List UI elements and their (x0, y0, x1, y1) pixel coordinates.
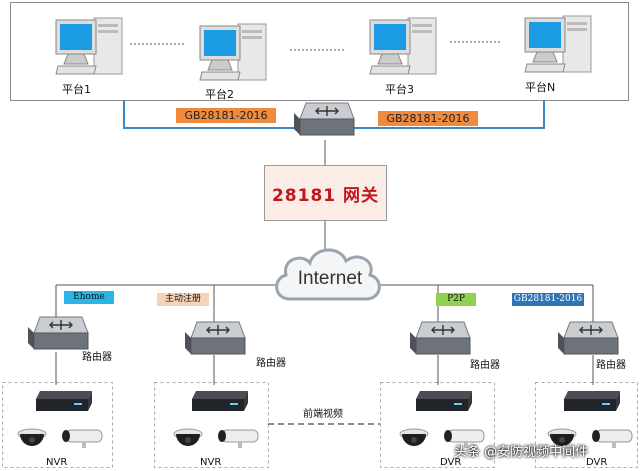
platform-label-3: 平台3 (385, 83, 414, 96)
computer-icon (199, 23, 267, 81)
front-video-label: 前端视频 (303, 409, 343, 420)
platform-label-2: 平台2 (205, 88, 234, 101)
computer-icon (55, 17, 123, 75)
platform-label-n: 平台N (525, 81, 556, 94)
camera-icon (17, 428, 103, 448)
router-label: 路由器 (596, 360, 626, 371)
camera-icon (547, 428, 633, 448)
access-tag-register: 主动注册 (157, 293, 209, 306)
router-label: 路由器 (256, 358, 286, 369)
device-group-1 (2, 382, 113, 468)
router-icon (558, 321, 619, 355)
recorder-icon (36, 391, 92, 411)
protocol-tag-right: GB28181-2016 (378, 111, 478, 126)
device-group-2 (154, 382, 269, 468)
router-icon (185, 321, 246, 355)
computer-icon (524, 15, 592, 73)
router-label: 路由器 (470, 360, 500, 371)
recorder-label-3: DVR (440, 457, 462, 468)
router-label: 路由器 (82, 352, 112, 363)
recorder-icon (416, 391, 472, 411)
device-group-4 (535, 382, 638, 468)
watermark: 头条 @安防视频中间件 (454, 445, 589, 460)
gateway-box: 28181 网关 (264, 165, 387, 221)
platform-label-1: 平台1 (62, 83, 91, 96)
recorder-label-4: DVR (586, 457, 608, 468)
router-icon (410, 321, 471, 355)
link-platform1 (123, 100, 298, 129)
access-tag-gb28181: GB28181-2016 (512, 293, 584, 306)
recorder-label-2: NVR (200, 457, 222, 468)
recorder-label-1: NVR (46, 457, 68, 468)
computer-icon (369, 17, 437, 75)
camera-icon (399, 428, 485, 448)
camera-icon (173, 428, 259, 448)
cloud-label: Internet (297, 268, 363, 289)
device-group-3 (380, 382, 495, 468)
link-platformN (354, 100, 545, 129)
router-icon (28, 316, 89, 350)
access-tag-ehome: Ehome (64, 291, 114, 304)
cloud-icon (275, 248, 381, 301)
access-tag-p2p: P2P (436, 293, 476, 306)
recorder-icon (564, 391, 620, 411)
recorder-icon (192, 391, 248, 411)
switch-icon (294, 102, 355, 136)
protocol-tag-left: GB28181-2016 (176, 108, 276, 123)
